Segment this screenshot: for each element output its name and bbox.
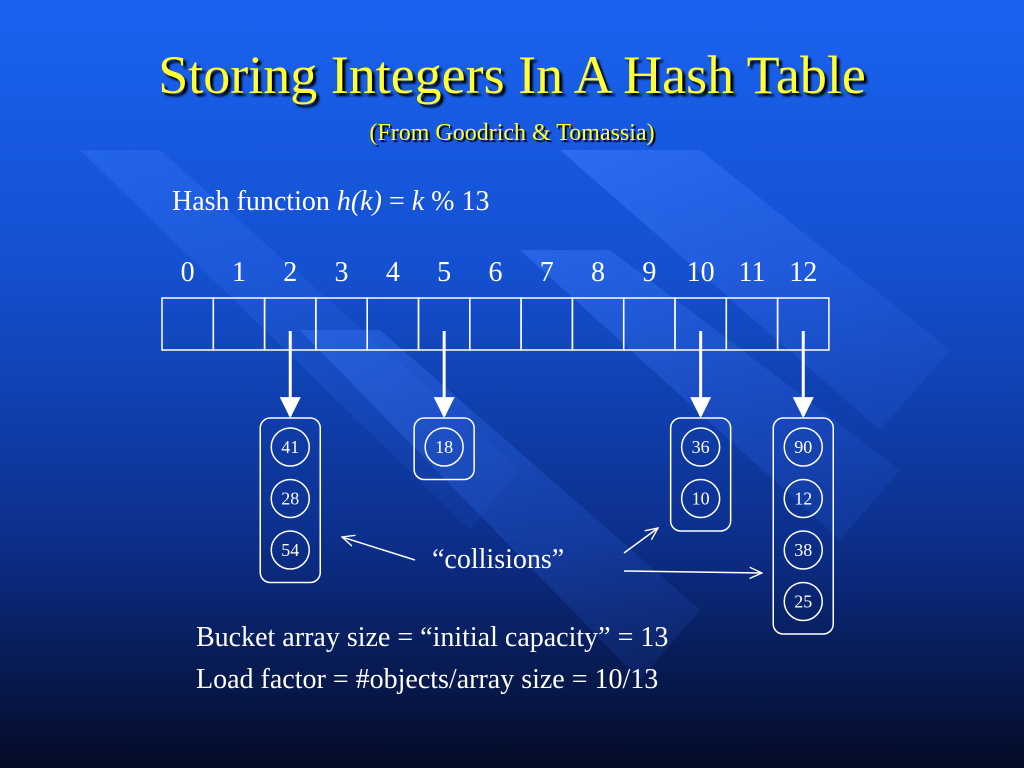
node-value-25: 25 — [794, 592, 812, 612]
node-circle-18 — [424, 427, 464, 467]
index-label-3: 3 — [335, 257, 349, 288]
index-label-10: 10 — [687, 257, 715, 288]
node-circle-25 — [783, 581, 823, 622]
node-circle-54 — [270, 530, 310, 570]
array-cell-6 — [469, 297, 522, 351]
array-cell-0 — [161, 297, 215, 351]
node-value-10: 10 — [692, 489, 710, 509]
bucket-chains: 41 28 54 18 36 10 90 12 38 25 — [259, 417, 834, 635]
bucket-array-size-text: Bucket array size = “initial capacity” =… — [196, 622, 669, 653]
node-circle-41 — [270, 427, 310, 467]
index-label-5: 5 — [437, 257, 451, 288]
bucket-10: 36 10 — [669, 417, 732, 532]
node-circle-28 — [270, 478, 310, 519]
hash-function-var: k — [411, 186, 425, 217]
node-circle-12 — [783, 478, 823, 519]
load-factor-text: Load factor = #objects/array size = 10/1… — [196, 664, 659, 695]
index-label-4: 4 — [386, 257, 400, 288]
index-label-8: 8 — [591, 257, 605, 288]
array-cell-7 — [520, 297, 574, 351]
bucket-container-10 — [669, 417, 732, 532]
bucket-2: 41 28 54 — [259, 417, 321, 584]
node-circle-38 — [783, 530, 823, 570]
bucket-container-2 — [259, 417, 321, 584]
index-label-2: 2 — [283, 257, 297, 288]
bucket-container-5 — [413, 417, 475, 481]
node-circle-10 — [680, 478, 721, 519]
hash-function-equals: = — [381, 186, 412, 217]
index-label-7: 7 — [540, 257, 554, 288]
bucket-array — [161, 297, 830, 351]
array-cell-1 — [212, 297, 266, 351]
node-value-12: 12 — [794, 489, 812, 509]
node-value-41: 41 — [281, 437, 299, 457]
node-value-54: 54 — [281, 540, 299, 560]
hash-function-lhs: h(k) — [336, 186, 382, 217]
bucket-12: 90 12 38 25 — [772, 417, 834, 635]
node-value-28: 28 — [281, 489, 299, 509]
collision-arrow-left — [342, 537, 416, 561]
hash-function-modulus: 13 — [461, 186, 490, 217]
index-label-12: 12 — [789, 257, 817, 288]
page-title: Storing Integers In A Hash Table — [158, 45, 866, 105]
node-circle-36 — [680, 427, 721, 467]
index-label-9: 9 — [642, 257, 656, 288]
array-cell-3 — [315, 297, 368, 351]
collision-arrows — [342, 528, 762, 573]
node-value-90: 90 — [794, 437, 812, 457]
hash-function-op: % — [424, 186, 462, 217]
index-label-11: 11 — [738, 257, 765, 288]
collision-arrow-right — [623, 571, 762, 573]
bucket-container-12 — [772, 417, 834, 635]
index-label-6: 6 — [488, 257, 502, 288]
hash-function-label: Hash function h(k) = k % 13 — [172, 186, 490, 218]
hash-function-prefix: Hash function — [172, 186, 337, 217]
array-cell-11 — [725, 297, 779, 351]
index-label-1: 1 — [232, 257, 246, 288]
array-cell-9 — [622, 297, 676, 351]
node-value-38: 38 — [794, 540, 812, 560]
node-circle-90 — [783, 427, 823, 467]
node-value-18: 18 — [435, 437, 453, 457]
collision-arrow-up — [623, 528, 658, 554]
index-label-0: 0 — [181, 257, 195, 288]
node-value-36: 36 — [692, 437, 710, 457]
page-subtitle: (From Goodrich & Tomassia) — [369, 120, 655, 146]
array-cell-4 — [366, 297, 420, 351]
collisions-label: “collisions” — [432, 544, 565, 575]
bucket-arrows — [279, 331, 814, 419]
array-cell-8 — [571, 297, 625, 351]
bucket-5: 18 — [413, 417, 475, 481]
